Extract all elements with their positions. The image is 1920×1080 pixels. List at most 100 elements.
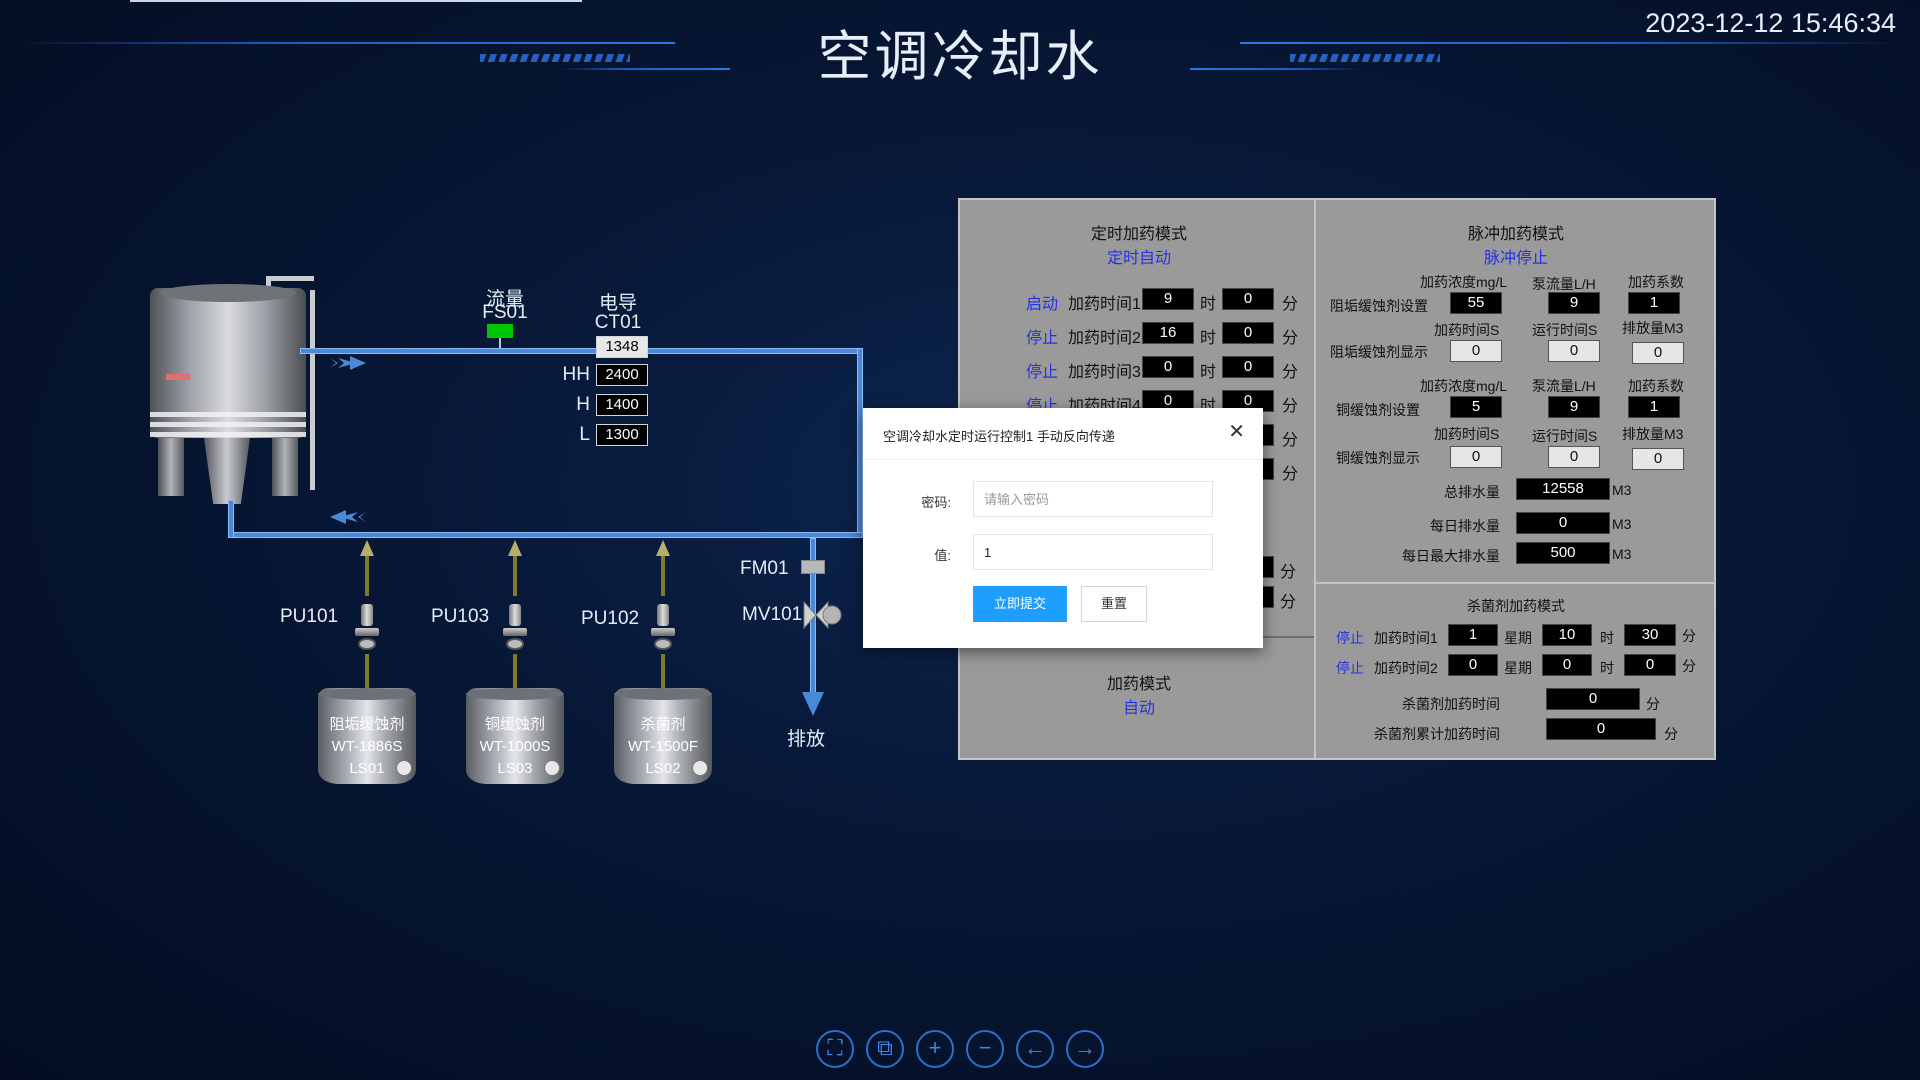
- dosing-line: [365, 556, 369, 596]
- minute-unit: 分: [1282, 364, 1299, 381]
- tower-band: [150, 422, 306, 427]
- tower-band: [150, 432, 306, 437]
- bactericide-row-label: 加药时间2: [1374, 660, 1438, 676]
- daily-max-discharge-value[interactable]: 500: [1516, 542, 1610, 564]
- timed-row-hour[interactable]: 0: [1142, 390, 1194, 412]
- tank-ls03-model: WT-1000S: [479, 738, 551, 755]
- timed-row-minute[interactable]: 0: [1222, 322, 1274, 344]
- daily-max-discharge-unit: M3: [1612, 546, 1632, 562]
- level-l-label: L: [579, 424, 590, 445]
- minute-unit: 分: [1682, 628, 1696, 644]
- mv101-label: MV101: [742, 604, 803, 625]
- bactericide-row-hour[interactable]: 0: [1542, 654, 1592, 676]
- control-dialog: 空调冷却水定时运行控制1 手动反向传递 ✕ 密码: 值: 立即提交 重置: [863, 408, 1263, 648]
- bactericide-row-minute[interactable]: 30: [1624, 624, 1676, 646]
- bactericide-dosing-panel: 杀菌剂加药模式 停止 加药时间1 1 星期 10 时 30 分 停止 加药时间2…: [1314, 582, 1716, 760]
- minute-unit: 分: [1282, 296, 1299, 313]
- bactericide-row-hour[interactable]: 10: [1542, 624, 1592, 646]
- level-hh-value: 2400: [596, 364, 648, 386]
- conductivity-value: 1348: [596, 336, 648, 358]
- reset-button[interactable]: 重置: [1081, 586, 1147, 622]
- timed-row-state[interactable]: 停止: [1026, 364, 1059, 381]
- scale-set-coef[interactable]: 1: [1628, 292, 1680, 314]
- scale-set-conc[interactable]: 55: [1450, 292, 1502, 314]
- value-input[interactable]: [973, 534, 1213, 570]
- pump-pu103-label: PU103: [431, 606, 490, 627]
- copper-set-conc[interactable]: 5: [1450, 396, 1502, 418]
- fullscreen-icon[interactable]: ⛶: [816, 1030, 854, 1068]
- tower-riser-top: [266, 276, 314, 281]
- copper-show-dose: 0: [1450, 446, 1502, 468]
- bactericide-row-state[interactable]: 停止: [1336, 630, 1364, 646]
- flow-sensor-indicator[interactable]: [487, 324, 513, 338]
- top-highlight-bar: [130, 0, 582, 2]
- clock-display: 2023-12-12 15:46:34: [1645, 8, 1896, 38]
- bactericide-row-minute[interactable]: 0: [1624, 654, 1676, 676]
- cooling-tower-top: [160, 284, 296, 302]
- bactericide-row-label: 加药时间1: [1374, 630, 1438, 646]
- timed-row-hour[interactable]: 9: [1142, 288, 1194, 310]
- bactericide-row-state[interactable]: 停止: [1336, 660, 1364, 676]
- zoom-in-icon[interactable]: +: [916, 1030, 954, 1068]
- tower-riser-pipe: [310, 290, 315, 490]
- dosing-line: [661, 654, 665, 690]
- dosing-line: [365, 654, 369, 690]
- minute-unit: 分: [1282, 330, 1299, 347]
- dosing-arrow-up-icon: [656, 540, 670, 556]
- tower-leg: [272, 438, 298, 496]
- daily-discharge-value: 0: [1516, 512, 1610, 534]
- timed-row-minute[interactable]: 0: [1222, 288, 1274, 310]
- pump-pu103[interactable]: [503, 604, 527, 654]
- flow-label: 流量: [485, 289, 524, 310]
- valve-mv101-icon[interactable]: [800, 598, 842, 632]
- timed-mode-title: 定时加药模式: [1090, 226, 1187, 243]
- copper-set-coef[interactable]: 1: [1628, 396, 1680, 418]
- pump-pu102[interactable]: [651, 604, 675, 654]
- col-pump-header: 泵流量L/H: [1532, 378, 1596, 394]
- pump-pu101[interactable]: [355, 604, 379, 654]
- drain-label: 排放: [786, 729, 825, 750]
- timed-row-hour[interactable]: 16: [1142, 322, 1194, 344]
- dosing-line: [513, 556, 517, 596]
- flow-tag: FS01: [482, 302, 528, 323]
- timed-row-label: 加药时间3: [1068, 364, 1141, 381]
- conductivity-label: 电导: [598, 293, 637, 314]
- bactericide-dose-time-unit: 分: [1646, 696, 1660, 712]
- window-icon[interactable]: ⧉: [866, 1030, 904, 1068]
- drain-arrow-down-icon: [802, 692, 824, 716]
- flow-meter-fm01[interactable]: [801, 560, 825, 574]
- close-icon[interactable]: ✕: [1228, 421, 1245, 443]
- timed-row-state[interactable]: 启动: [1026, 296, 1059, 313]
- minute-unit: 分: [1282, 466, 1299, 483]
- total-discharge-value: 12558: [1516, 478, 1610, 500]
- arrow-left-icon[interactable]: ←: [1016, 1030, 1054, 1068]
- copper-set-pump[interactable]: 9: [1548, 396, 1600, 418]
- minute-unit: 分: [1280, 594, 1297, 611]
- tank-ls01-name: 阻垢缓蚀剂: [329, 716, 405, 733]
- minute-unit: 分: [1682, 658, 1696, 674]
- col-coef-header: 加药系数: [1628, 274, 1684, 290]
- flow-arrow-right-icon: [330, 356, 366, 370]
- pipe-left-drop: [228, 500, 234, 538]
- scale-show-label: 阻垢缓蚀剂显示: [1330, 344, 1428, 360]
- pulse-mode-title: 脉冲加药模式: [1467, 226, 1564, 243]
- scale-set-pump[interactable]: 9: [1548, 292, 1600, 314]
- conductivity-tag: CT01: [594, 312, 642, 333]
- arrow-right-icon[interactable]: →: [1066, 1030, 1104, 1068]
- timed-row-hour[interactable]: 0: [1142, 356, 1194, 378]
- tank-ls01: 阻垢缓蚀剂 WT-1886S LS01: [318, 688, 416, 784]
- zoom-out-icon[interactable]: −: [966, 1030, 1004, 1068]
- bactericide-cum-time-label: 杀菌剂累计加药时间: [1374, 726, 1500, 742]
- minute-unit: 分: [1282, 432, 1299, 449]
- bactericide-row-week[interactable]: 1: [1448, 624, 1498, 646]
- col-dose-time-header: 加药时间S: [1434, 426, 1500, 442]
- password-input[interactable]: [973, 481, 1213, 517]
- timed-row-minute[interactable]: 0: [1222, 356, 1274, 378]
- col-discharge-header: 排放量M3: [1622, 320, 1684, 336]
- total-discharge-label: 总排水量: [1444, 484, 1500, 500]
- timed-row-state[interactable]: 停止: [1026, 330, 1059, 347]
- bactericide-row-week[interactable]: 0: [1448, 654, 1498, 676]
- submit-button[interactable]: 立即提交: [973, 586, 1067, 622]
- daily-max-discharge-label: 每日最大排水量: [1402, 548, 1500, 564]
- level-h-value: 1400: [596, 394, 648, 416]
